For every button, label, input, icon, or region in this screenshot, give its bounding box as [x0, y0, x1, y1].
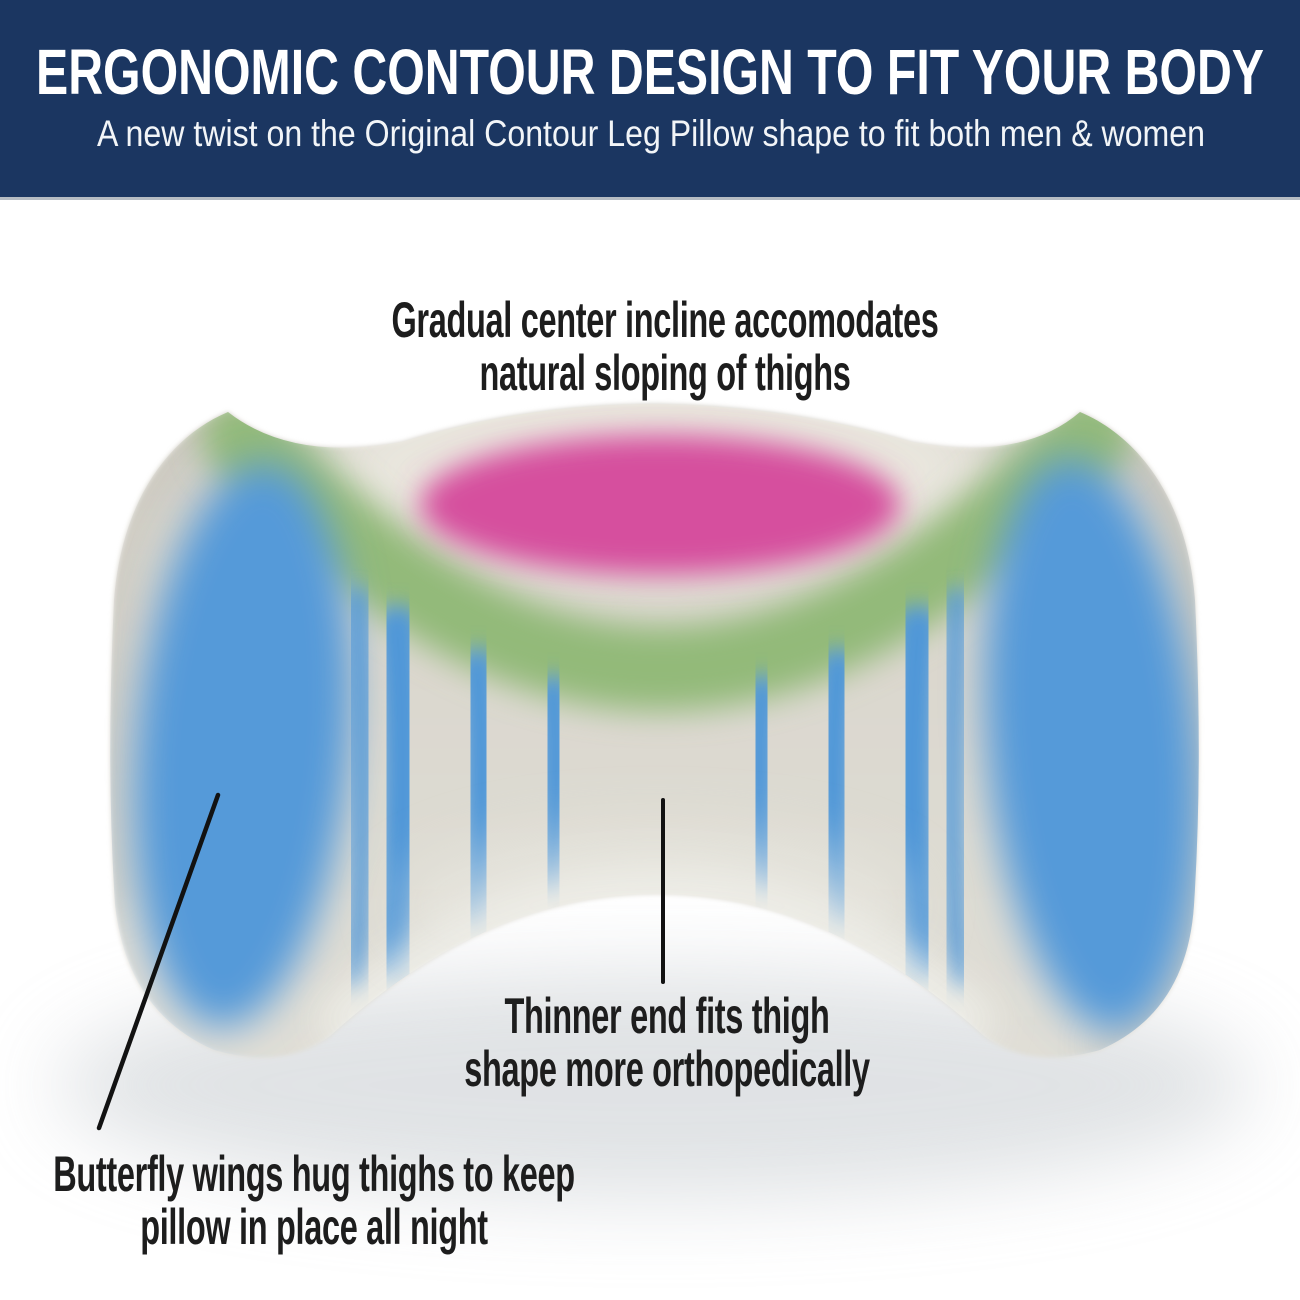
page-subtitle: A new twist on the Original Contour Leg …	[97, 113, 1205, 154]
pillow-illustration	[55, 404, 1255, 1200]
annotation-center-incline: Gradual center incline accomodates natur…	[391, 292, 939, 401]
right-wing-pad	[984, 457, 1199, 1033]
header-banner: ERGONOMIC CONTOUR DESIGN TO FIT YOUR BOD…	[0, 0, 1300, 200]
right-edge-shading	[1073, 404, 1199, 1058]
green-comfort-band	[202, 404, 1131, 711]
annotation-butterfly-wings: Butterfly wings hug thighs to keep pillo…	[53, 1146, 575, 1255]
banner-background	[0, 0, 1300, 197]
banner-separator	[0, 197, 1300, 200]
stripe	[343, 587, 377, 993]
left-edge-shading	[110, 404, 234, 906]
left-wing-pad	[133, 462, 353, 1028]
stripe	[888, 605, 945, 985]
pillow-shadow	[55, 970, 1255, 1200]
pointer-lines	[96, 792, 665, 1131]
annotation-thinner-end: Thinner end fits thigh shape more orthop…	[464, 988, 870, 1097]
banner-svg: ERGONOMIC CONTOUR DESIGN TO FIT YOUR BOD…	[0, 0, 1300, 200]
butterfly-wings-pointer-line	[96, 792, 221, 1131]
stripe	[370, 605, 427, 985]
stripe	[938, 587, 972, 993]
wing-pads	[133, 457, 1199, 1033]
arch-glow	[397, 831, 917, 981]
pink-center-zone	[420, 435, 900, 575]
page-title: ERGONOMIC CONTOUR DESIGN TO FIT YOUR BOD…	[36, 36, 1264, 108]
